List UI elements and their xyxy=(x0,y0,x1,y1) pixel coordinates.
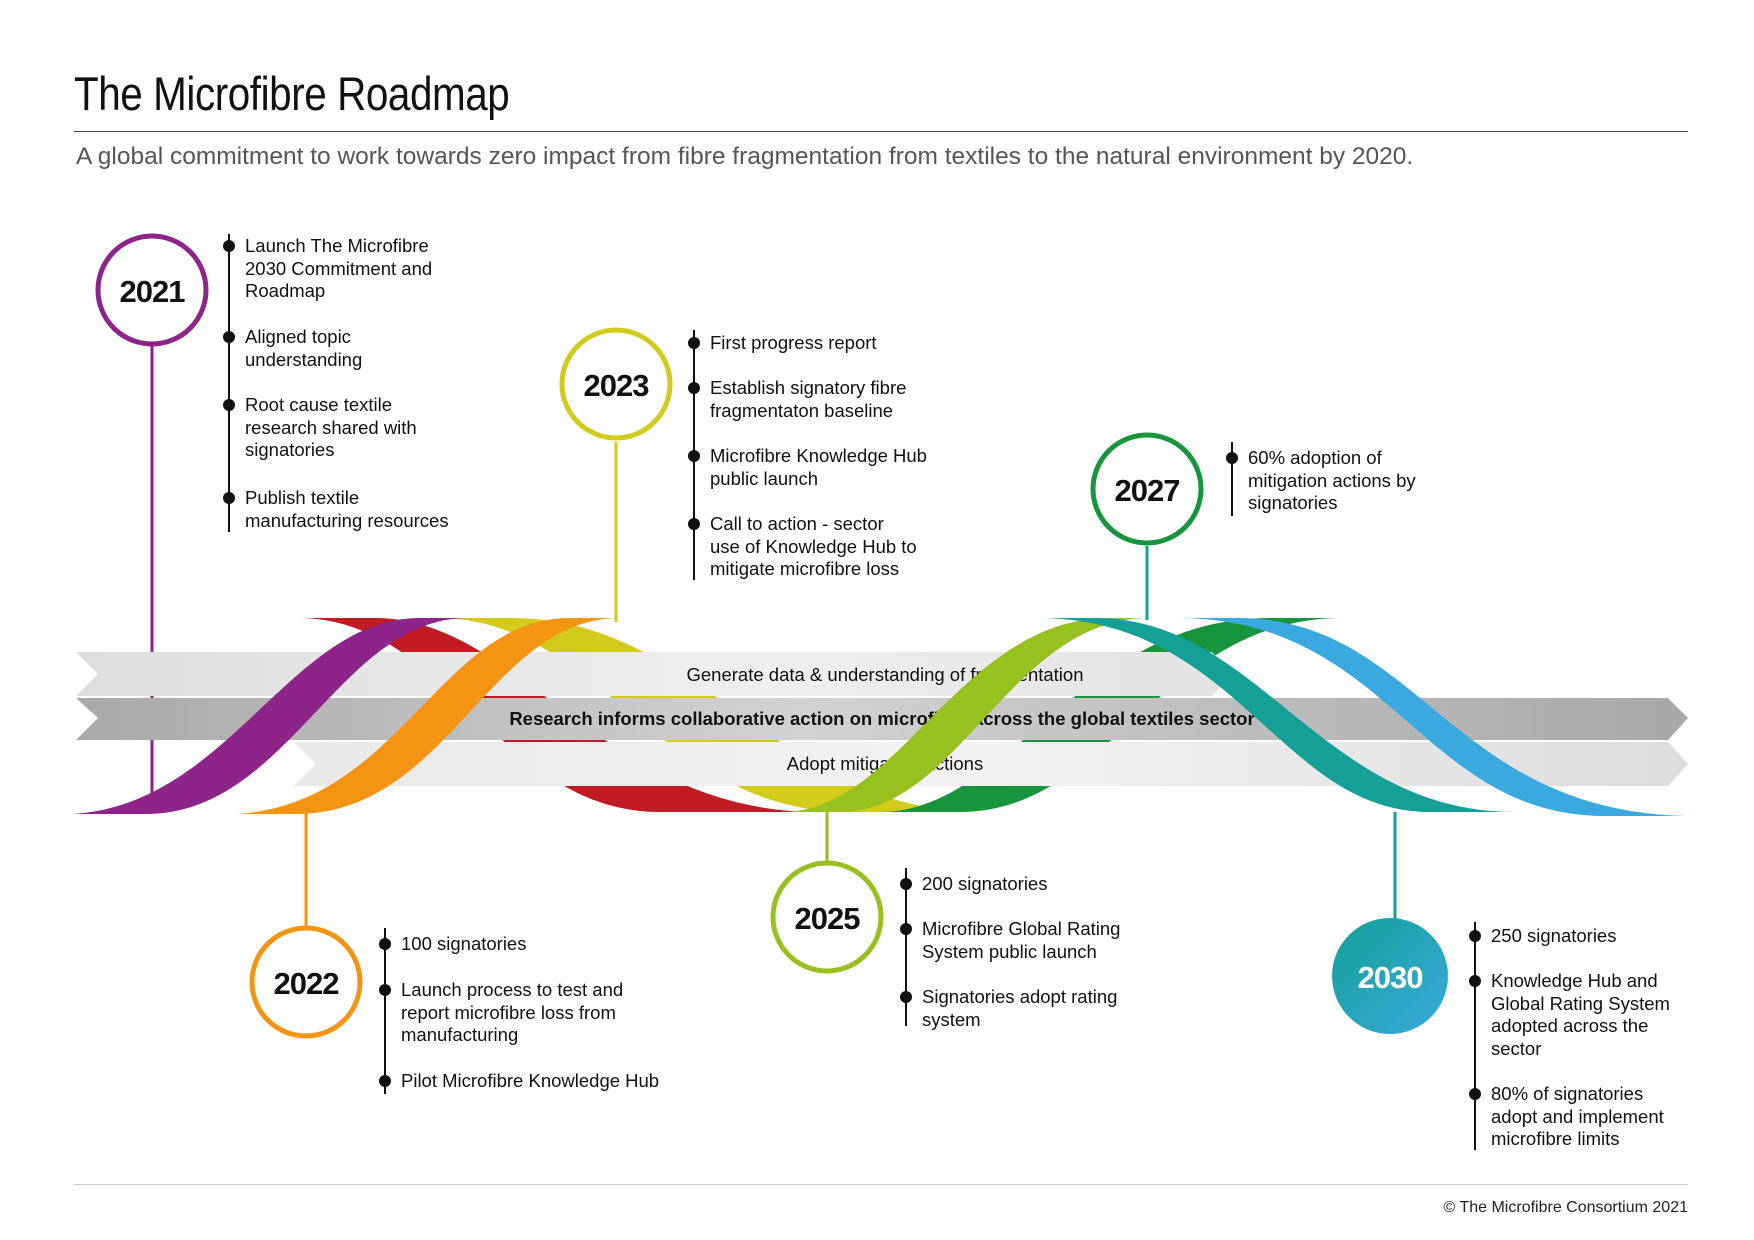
milestone-2022-item: 100 signatories xyxy=(401,933,527,954)
bullet-dot xyxy=(1469,975,1481,987)
year-label-2025: 2025 xyxy=(795,901,861,936)
title-divider xyxy=(74,131,1688,132)
milestone-2022-item: Pilot Microfibre Knowledge Hub xyxy=(401,1070,660,1091)
bullet-dot xyxy=(900,991,912,1003)
ribbon-orange xyxy=(236,618,620,814)
ribbon-purple xyxy=(72,618,468,814)
milestone-2022: 2022 xyxy=(249,925,363,1039)
year-label-2022: 2022 xyxy=(274,966,339,1001)
milestone-2027: 2027 xyxy=(1090,432,1204,546)
bullet-dot xyxy=(379,984,391,996)
year-circle-2027 xyxy=(1090,432,1204,546)
bullet-dot xyxy=(1226,452,1238,464)
milestone-2023-item: First progress report xyxy=(710,332,877,353)
milestone-2030-item: 250 signatories xyxy=(1491,925,1617,946)
bullet-dots xyxy=(223,240,1481,1100)
bullet-dot xyxy=(223,492,235,504)
bullet-dot xyxy=(900,878,912,890)
bullet-dot xyxy=(688,382,700,394)
bullet-dot xyxy=(223,331,235,343)
bullet-dot xyxy=(1469,1088,1481,1100)
year-label-2030: 2030 xyxy=(1358,960,1423,995)
page-title: The Microfibre Roadmap xyxy=(74,67,510,120)
bullet-dot xyxy=(379,938,391,950)
milestone-2030: 2030 xyxy=(1332,918,1448,1034)
bullet-dot xyxy=(223,240,235,252)
bullet-dot xyxy=(688,450,700,462)
bullet-dot xyxy=(1469,930,1481,942)
bullet-dot xyxy=(379,1075,391,1087)
year-circle-2030 xyxy=(1332,918,1448,1034)
bullet-dot xyxy=(688,518,700,530)
page-subtitle: A global commitment to work towards zero… xyxy=(76,143,1414,170)
bullet-dot xyxy=(688,337,700,349)
copyright: © The Microfibre Consortium 2021 xyxy=(1443,1199,1688,1216)
year-circle-2022 xyxy=(249,925,363,1039)
bullet-dot xyxy=(223,399,235,411)
year-circle-2025 xyxy=(770,860,884,974)
year-label-2027: 2027 xyxy=(1115,473,1180,508)
ribbon-blue xyxy=(1180,618,1688,816)
year-circle-2021 xyxy=(95,233,209,347)
milestone-2025: 2025 xyxy=(770,860,884,974)
band-middle-label: Research informs collaborative action on… xyxy=(509,708,1254,729)
milestone-2023: 2023 xyxy=(559,327,673,441)
milestone-2021: 2021 xyxy=(95,233,209,347)
year-circle-2023 xyxy=(559,327,673,441)
bullet-dot xyxy=(900,923,912,935)
milestone-2025-item: 200 signatories xyxy=(922,873,1048,894)
ribbon-lime xyxy=(782,618,1150,812)
year-label-2021: 2021 xyxy=(120,274,186,309)
year-label-2023: 2023 xyxy=(584,368,650,403)
footer-divider xyxy=(74,1184,1688,1185)
ribbon-teal xyxy=(1040,618,1515,812)
